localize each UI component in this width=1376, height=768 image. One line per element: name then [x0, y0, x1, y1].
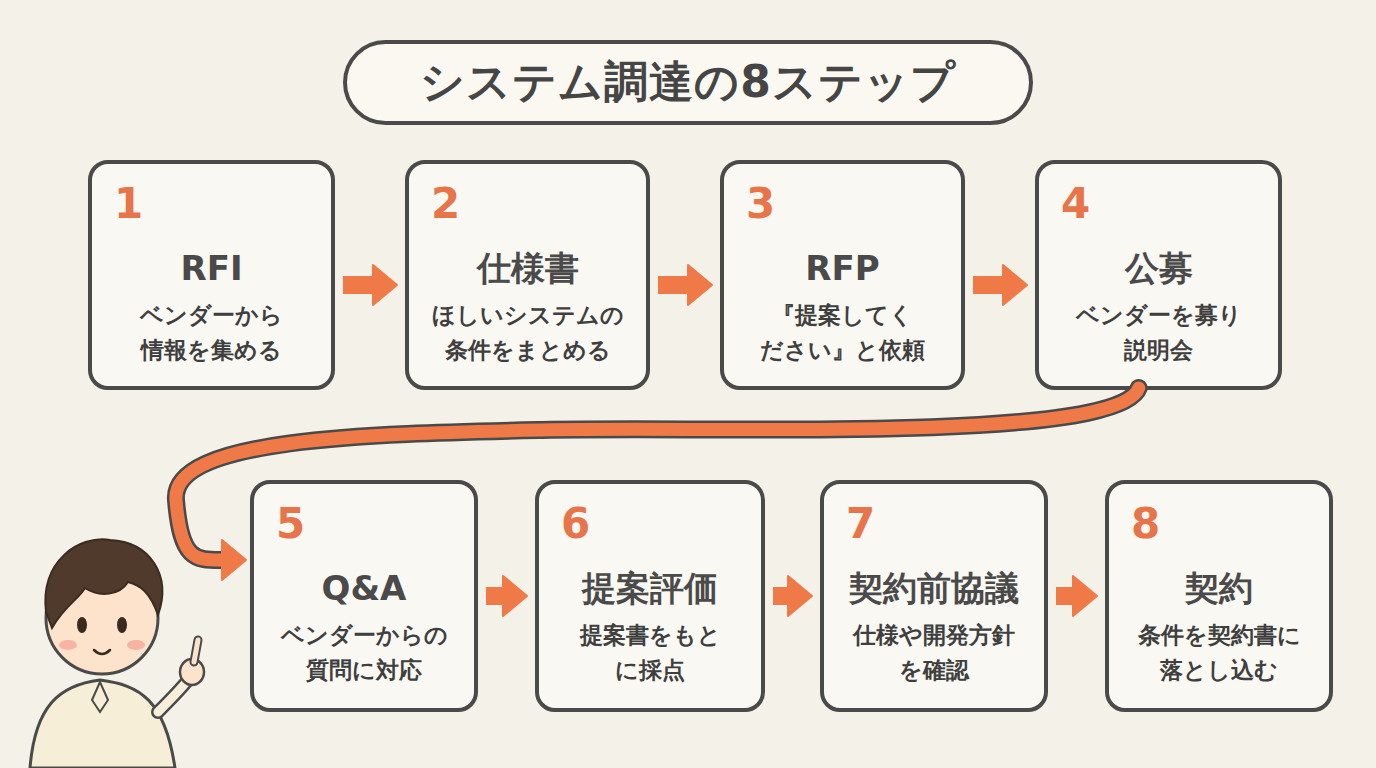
step-box: 8 契約条件を契約書に 落とし込む [1105, 480, 1333, 712]
arrow-shaft [658, 276, 690, 294]
arrow-outline [176, 388, 1139, 560]
step-box: 5Q&A ベンダーからの 質問に対応 [250, 480, 478, 712]
step-heading: 契約 [1109, 568, 1329, 608]
step-box: 3RFP 『提案してく ださい』と依頼 [720, 160, 965, 390]
step-description: 仕様や開発方針 を確認 [838, 618, 1030, 688]
step-heading: RFI [92, 248, 331, 288]
step-heading: 提案評価 [539, 568, 761, 608]
step-number: 1 [114, 180, 143, 228]
step-description: ベンダーからの 質問に対応 [268, 618, 460, 688]
arrow-head [1073, 576, 1097, 616]
step-heading: RFP [724, 248, 961, 288]
arrow-head [503, 576, 527, 616]
step-number: 7 [846, 500, 875, 548]
arrow-curve [176, 388, 1139, 560]
character-illustration [30, 539, 204, 768]
arrow-head [373, 265, 397, 305]
step-box: 1RFI ベンダーから 情報を集める [88, 160, 335, 390]
title-pill: システム調達の8ステップ [343, 40, 1033, 125]
step-number: 3 [746, 180, 775, 228]
flow-arrow [658, 265, 712, 305]
flow-arrow [773, 576, 812, 616]
arrow-head [688, 265, 712, 305]
step-box: 7 契約前協議仕様や開発方針 を確認 [820, 480, 1048, 712]
arrow-head [788, 576, 812, 616]
step-number: 6 [561, 500, 590, 548]
arrow-shaft [1056, 587, 1075, 605]
step-box: 4 公募ベンダーを募り 説明会 [1035, 160, 1282, 390]
step-heading: 仕様書 [409, 248, 646, 288]
flow-arrow [343, 265, 397, 305]
step-description: ベンダーから 情報を集める [116, 298, 308, 368]
arrow-shaft [343, 276, 375, 294]
flow-arrow [486, 576, 527, 616]
flow-arrow [176, 388, 1139, 580]
step-number: 4 [1061, 180, 1090, 228]
step-description: ベンダーを募り 説明会 [1063, 298, 1255, 368]
step-heading: 契約前協議 [824, 568, 1044, 608]
step-number: 5 [276, 500, 305, 548]
step-description: ほしいシステムの 条件をまとめる [432, 298, 624, 368]
arrow-head [222, 540, 246, 580]
step-box: 6 提案評価提案書をもと に採点 [535, 480, 765, 712]
arrow-head [1003, 265, 1027, 305]
step-heading: 公募 [1039, 248, 1278, 288]
step-number: 2 [431, 180, 460, 228]
step-description: 条件を契約書に 落とし込む [1123, 618, 1315, 688]
flow-arrow [973, 265, 1027, 305]
flow-arrow [1056, 576, 1097, 616]
step-description: 『提案してく ださい』と依頼 [747, 298, 939, 368]
step-description: 提案書をもと に採点 [554, 618, 746, 688]
arrow-shaft [773, 587, 790, 605]
step-number: 8 [1131, 500, 1160, 548]
title-text: システム調達の8ステップ [420, 53, 956, 112]
arrow-shaft [973, 276, 1005, 294]
arrow-shaft [486, 587, 505, 605]
step-heading: Q&A [254, 568, 474, 608]
step-box: 2 仕様書ほしいシステムの 条件をまとめる [405, 160, 650, 390]
